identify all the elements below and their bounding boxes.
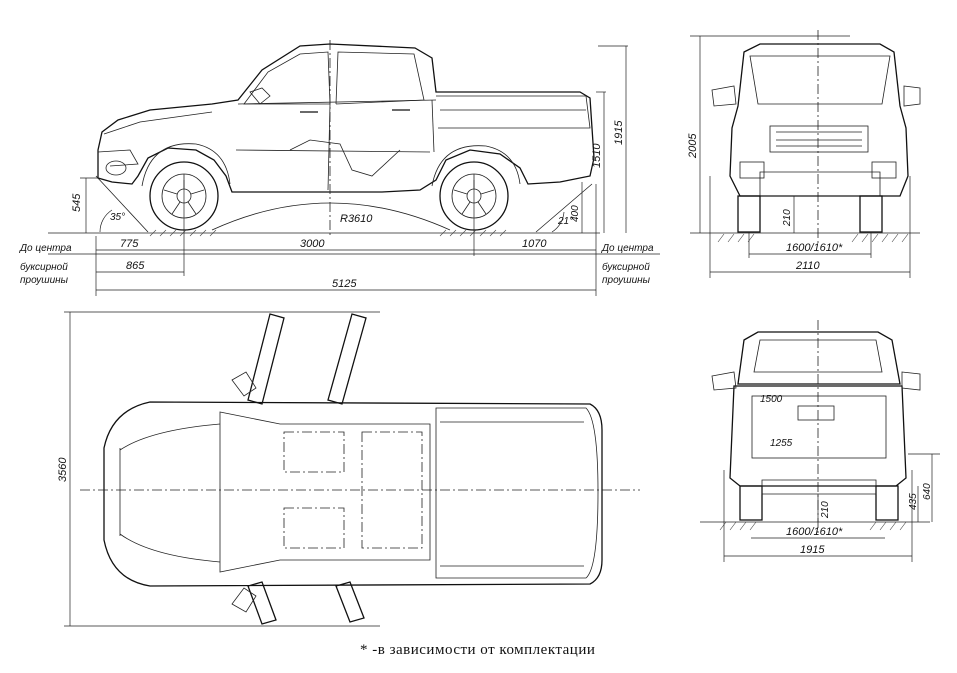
front-overall-height: 2005: [687, 133, 699, 159]
front-hook-distance: 865: [126, 260, 145, 272]
bed-width: 1255: [770, 438, 793, 449]
front-body-outline: [729, 43, 909, 197]
side-roof-height: 1510: [591, 143, 603, 168]
side-view: 1915 1510 545 400 35° 21° R3610 775 3000…: [19, 40, 660, 296]
rear-ground-clearance: 210: [820, 501, 831, 519]
overall-length: 5125: [332, 278, 357, 290]
tow-label-right-2: буксирной: [602, 261, 650, 273]
approach-angle: 35°: [110, 212, 125, 223]
rear-door-upper: [327, 313, 367, 405]
wheelbase: 3000: [300, 238, 325, 250]
front-overhang: 775: [120, 238, 139, 250]
sill-height: 435: [908, 493, 919, 510]
rear-body-width: 1915: [800, 544, 825, 556]
tow-label-right-3: проушины: [602, 275, 651, 286]
rear-view: 1500 1255 210 435 640 1600/1610* 1915: [700, 320, 940, 562]
footnote: * -в зависимости от комплектации: [360, 642, 596, 658]
tow-label-right-1: До центра: [601, 243, 654, 254]
door-open-width: 3560: [57, 457, 69, 482]
side-body-outline: [97, 43, 595, 193]
front-overhang-height: 545: [71, 193, 83, 212]
front-ground-clearance: 210: [782, 209, 793, 227]
rear-door-lower: [335, 581, 365, 623]
top-view: 3560: [57, 311, 640, 627]
ramp-radius: R3610: [340, 213, 373, 225]
front-overall-width: 2110: [795, 260, 821, 272]
front-view: 2005 210 1600/1610* 2110: [687, 30, 921, 278]
departure-angle: 21°: [557, 216, 573, 227]
rear-cab-outline: [737, 331, 901, 385]
top-body-outline: [103, 401, 603, 587]
rear-clearance: 400: [570, 205, 581, 222]
front-door-lower: [247, 581, 277, 625]
front-track: 1600/1610*: [786, 242, 843, 254]
tow-label-left-3: проушины: [20, 275, 69, 286]
bed-length: 1500: [760, 394, 783, 405]
hitch-height: 640: [922, 483, 933, 500]
tow-label-left-2: буксирной: [20, 261, 68, 273]
rear-overhang: 1070: [522, 238, 547, 250]
tow-label-left-1: До центра: [19, 243, 72, 254]
front-door-upper: [247, 313, 285, 405]
side-overall-height: 1915: [613, 120, 625, 145]
rear-track: 1600/1610*: [786, 526, 843, 538]
